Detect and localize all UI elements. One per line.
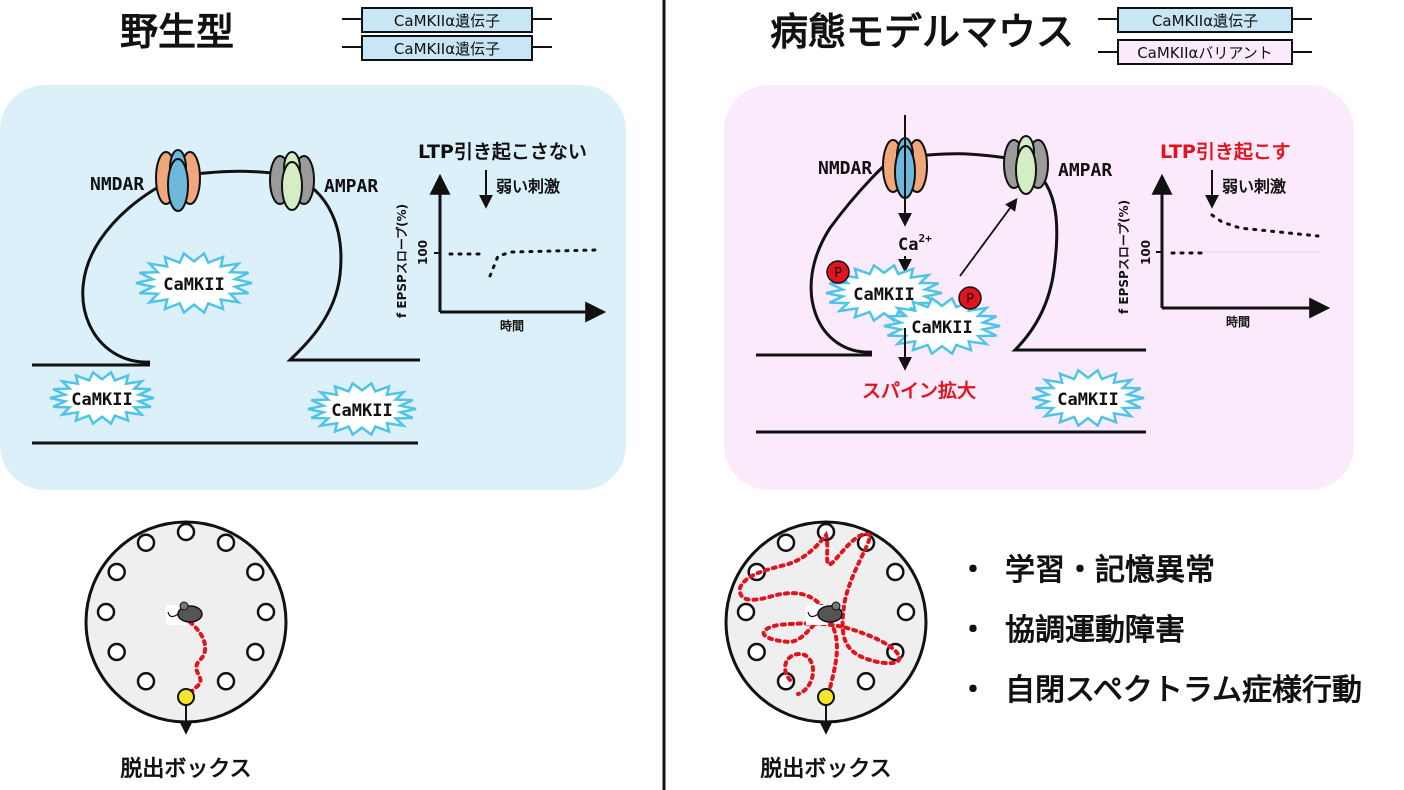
phospho-label: P — [966, 292, 974, 307]
phenotype-list: ・ 学習・記憶異常 ・ 協調運動障害 ・ 自閉スペクトラム症様行動 — [958, 553, 1362, 708]
ampar-receptor — [1003, 135, 1049, 195]
maze-hole — [107, 642, 126, 662]
gene-box — [361, 7, 533, 33]
variant-gene-box — [1117, 39, 1293, 65]
camkii-burst-shape — [307, 381, 417, 437]
camkii-label: CaMKII — [853, 285, 914, 305]
x-axis-label: 時間 — [500, 318, 524, 333]
y-tick-100: 100 — [1139, 240, 1153, 265]
stimulus-label: 弱い刺激 — [496, 177, 560, 196]
phenotype-item: 学習・記憶異常 — [1005, 553, 1215, 588]
camkii-label: CaMKII — [163, 275, 224, 295]
mouse-icon — [166, 601, 203, 625]
maze-hole — [216, 533, 236, 552]
gene-label: CaMKIIα遺伝子 — [394, 12, 500, 30]
maze-hole — [246, 642, 265, 662]
maze-hole — [176, 522, 196, 542]
gene-box — [361, 35, 533, 61]
nmdar-receptor — [882, 120, 928, 210]
maze-hole — [96, 602, 116, 622]
y-tick-100: 100 — [416, 240, 430, 265]
exit-box-label: 脱出ボックス — [760, 757, 891, 782]
camkii-label: CaMKII — [911, 318, 972, 338]
y-axis-label: f EPSPスロープ(%) — [1116, 200, 1131, 314]
spine-outline — [809, 152, 1146, 354]
ltp-trace — [1170, 213, 1320, 255]
model-title: 病態モデルマウス — [770, 10, 1074, 54]
mouse-icon — [806, 601, 843, 625]
camkii-label: CaMKII — [71, 390, 132, 410]
maze-hole — [736, 602, 756, 622]
gene-label: CaMKIIαバリアント — [1137, 44, 1273, 62]
maze-hole — [776, 672, 796, 691]
wildtype-title: 野生型 — [120, 10, 234, 54]
ampar-label: AMPAR — [1058, 160, 1112, 181]
phospho-label: P — [834, 266, 842, 281]
maze-hole — [256, 602, 276, 622]
bullet-dot: ・ — [958, 673, 988, 708]
nmdar-label: NMDAR — [818, 158, 872, 179]
camkii-star — [49, 370, 155, 426]
nmdar-label: NMDAR — [90, 174, 144, 195]
gene-label: CaMKIIα遺伝子 — [1152, 12, 1258, 30]
maze-hole — [747, 642, 766, 662]
maze-hole — [107, 562, 126, 582]
nmdar-receptor — [155, 149, 201, 212]
camkii-star — [307, 381, 417, 437]
mouse-path — [737, 530, 902, 666]
exit-box-label: 脱出ボックス — [120, 757, 251, 782]
maze-hole — [896, 602, 916, 622]
ltp-title: LTP引き起こさない — [418, 141, 587, 163]
camkii-star — [1031, 368, 1145, 428]
spine-enlargement-label: スパイン拡大 — [862, 379, 976, 402]
spine-outline — [81, 169, 420, 364]
camkii-label: CaMKII — [1057, 390, 1118, 410]
phospho-marker — [958, 286, 982, 310]
gene-label: CaMKIIα遺伝子 — [394, 40, 500, 58]
mouse-path — [184, 620, 208, 699]
y-axis-label: f EPSPスロープ(%) — [394, 204, 409, 318]
ltp-trace — [448, 248, 598, 278]
maze-hole — [246, 562, 265, 582]
phenotype-item: 協調運動障害 — [1005, 613, 1185, 648]
maze-hole — [856, 672, 876, 691]
camkii-burst-shape — [135, 251, 253, 315]
water-maze — [84, 520, 288, 735]
calcium-label: Ca2+ — [898, 232, 932, 255]
maze-hole — [136, 533, 156, 552]
wildtype-panel: 野生型 CaMKIIα遺伝子 CaMKIIα遺伝子 NMDAR — [0, 7, 626, 782]
maze-hole — [776, 533, 796, 552]
bullet-dot: ・ — [958, 613, 988, 648]
x-axis-label: 時間 — [1226, 314, 1250, 329]
ampar-insertion-arrow — [959, 197, 1018, 277]
water-maze — [724, 520, 928, 735]
model-panel: 病態モデルマウス CaMKIIα遺伝子 CaMKIIαバリアント NMDAR — [724, 7, 1362, 782]
camkii-burst-shape — [1031, 368, 1145, 428]
camkii-star — [135, 251, 253, 315]
maze-hole — [886, 562, 905, 582]
maze-hole — [216, 672, 236, 691]
bullet-dot: ・ — [958, 553, 988, 588]
camkii-label: CaMKII — [331, 401, 392, 421]
ltp-title: LTP引き起こす — [1160, 141, 1290, 163]
ampar-label: AMPAR — [324, 176, 378, 197]
model-synapse-panel — [724, 85, 1354, 490]
stimulus-label: 弱い刺激 — [1222, 177, 1286, 196]
ampar-receptor — [269, 151, 315, 211]
model-gene-diagram: CaMKIIα遺伝子 CaMKIIαバリアント — [1098, 7, 1312, 65]
camkii-burst-shape — [49, 370, 155, 426]
phospho-marker — [826, 260, 850, 284]
gene-box — [1117, 7, 1293, 33]
phenotype-item: 自閉スペクトラム症様行動 — [1005, 673, 1362, 708]
exit-hole — [177, 688, 195, 706]
wildtype-gene-diagram: CaMKIIα遺伝子 CaMKIIα遺伝子 — [342, 7, 552, 61]
exit-hole — [817, 688, 835, 706]
maze-hole — [136, 672, 156, 691]
